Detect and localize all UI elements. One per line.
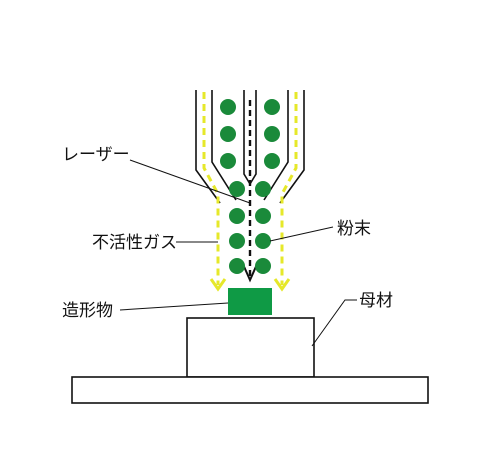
- powder-particle: [255, 181, 271, 197]
- powder-particle: [220, 153, 236, 169]
- powder-particle: [220, 126, 236, 142]
- label-build: 造形物: [62, 301, 113, 321]
- leader-build: [119, 302, 229, 311]
- inert-gas-flow: [202, 92, 298, 285]
- powder-particle: [255, 208, 271, 224]
- powder-particle: [220, 99, 236, 115]
- nozzle-outer-wall-right: [279, 90, 305, 204]
- powder-particle: [229, 233, 245, 249]
- powder-particle: [264, 99, 280, 115]
- leader-base-material: [311, 299, 357, 347]
- gas-flow-arrowheads: [209, 278, 291, 292]
- nozzle: [195, 90, 305, 204]
- powder-particle: [264, 153, 280, 169]
- leader-lines: [119, 159, 357, 347]
- powder-particle: [264, 126, 280, 142]
- base-material-block: [186, 317, 315, 378]
- leader-powder: [269, 226, 334, 242]
- nozzle-inner-wall-right: [263, 90, 289, 201]
- powder-particle: [255, 233, 271, 249]
- gas-arrow-left: [209, 278, 227, 292]
- powder-particle: [229, 258, 245, 274]
- build-part: [228, 288, 272, 315]
- base-plate: [71, 376, 429, 404]
- powder-particles: [220, 99, 280, 274]
- nozzle-inner-wall-left: [211, 90, 237, 201]
- gas-flow-outer-right: [280, 92, 298, 285]
- gas-arrow-right: [273, 278, 291, 292]
- label-laser: レーザー: [62, 145, 130, 165]
- powder-particle: [229, 181, 245, 197]
- powder-particle: [255, 258, 271, 274]
- nozzle-outer-wall-left: [195, 90, 221, 204]
- leader-laser: [129, 159, 251, 204]
- label-powder: 粉末: [337, 219, 371, 239]
- powder-particle: [229, 208, 245, 224]
- gas-flow-outer-left: [202, 92, 220, 285]
- label-inert-gas: 不活性ガス: [92, 233, 177, 253]
- label-base-material: 母材: [359, 291, 393, 311]
